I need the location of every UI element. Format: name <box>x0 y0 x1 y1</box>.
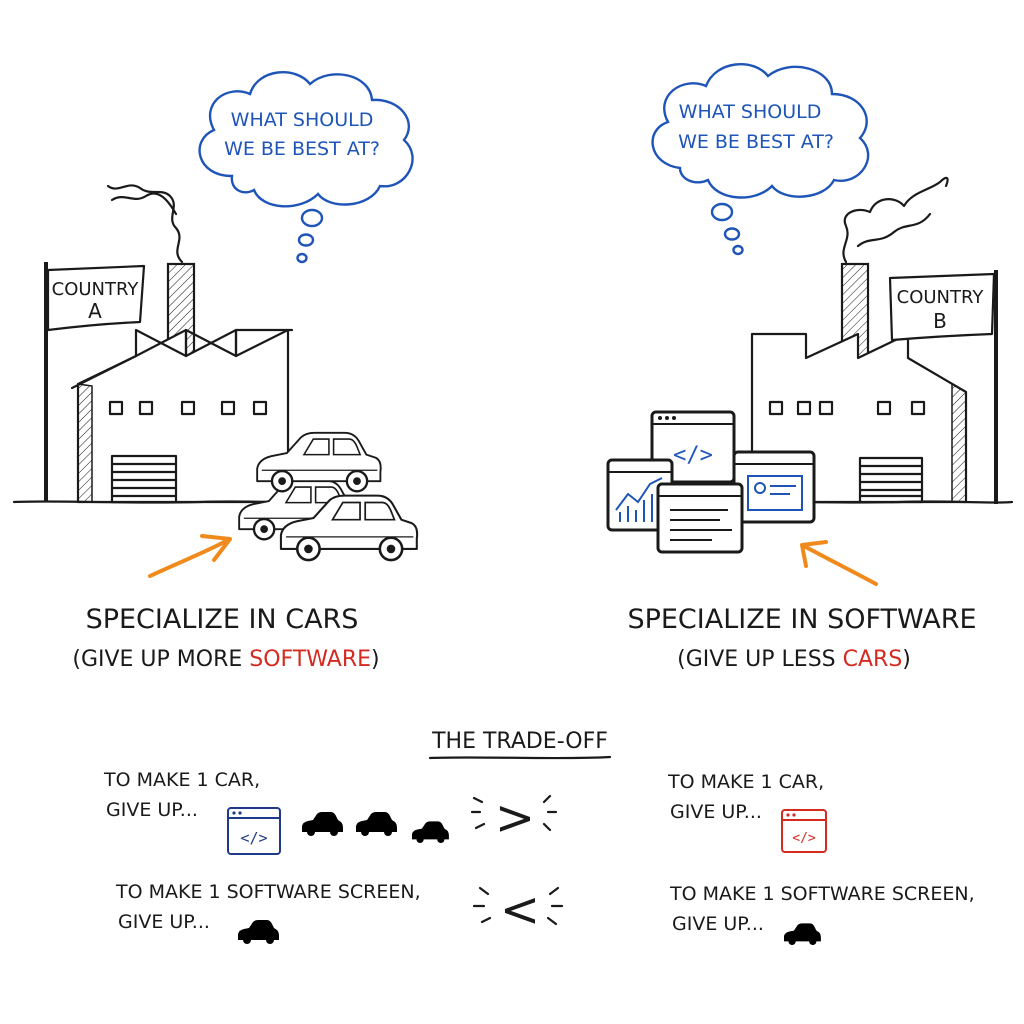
greater-than-comparison: > <box>470 790 558 846</box>
right-factory-windows <box>768 400 926 416</box>
left-caption-main: SPECIALIZE IN CARS <box>86 604 359 635</box>
left-factory-windows <box>108 400 268 416</box>
red-car-icon <box>784 923 821 945</box>
right-flag-line1: COUNTRY <box>897 287 985 308</box>
right-arrow <box>800 540 878 586</box>
right-sw-cost-line1: TO MAKE 1 SOFTWARE SCREEN, <box>669 883 975 905</box>
right-car-cost-line2: GIVE UP... <box>670 801 762 823</box>
left-thought-cloud <box>198 71 414 264</box>
less-than-comparison: < <box>472 882 564 938</box>
left-car-cost-line1: TO MAKE 1 CAR, <box>103 769 260 791</box>
code-window-icon: </> <box>227 807 281 855</box>
left-thought-line1: WHAT SHOULD <box>231 109 374 131</box>
less-than-sign: < <box>500 882 540 938</box>
left-sw-cost-line2: GIVE UP... <box>118 911 210 933</box>
left-flag-line2: A <box>88 299 102 323</box>
svg-text:</>: </> <box>673 443 713 468</box>
greater-than-sign: > <box>495 790 535 846</box>
svg-text:</>: </> <box>240 829 267 847</box>
left-caption-highlight: SOFTWARE <box>249 647 371 672</box>
right-software-screens: </> <box>606 410 816 554</box>
profile-screen-icon <box>732 450 816 524</box>
left-smoke <box>106 184 184 264</box>
left-scene: COUNTRY A WHAT SHOULD WE BE BEST AT? SPE… <box>12 71 419 672</box>
left-arrow <box>148 534 232 578</box>
left-garage-door <box>110 454 178 504</box>
right-thought-line1: WHAT SHOULD <box>679 101 822 123</box>
right-thought-line2: WE BE BEST AT? <box>678 131 834 153</box>
right-sw-cost-line2: GIVE UP... <box>672 913 764 935</box>
right-thought-cloud <box>651 63 870 256</box>
right-car-cost-line1: TO MAKE 1 CAR, <box>667 771 824 793</box>
tradeoff-title: THE TRADE-OFF <box>431 729 608 754</box>
right-flag-line2: B <box>933 309 947 333</box>
right-garage-door <box>858 456 924 504</box>
left-thought-line2: WE BE BEST AT? <box>224 138 380 160</box>
red-car-icon <box>356 812 397 836</box>
left-flag <box>46 264 146 332</box>
red-car-icon <box>412 821 449 843</box>
chart-screen-icon <box>606 458 674 532</box>
tradeoff-section: THE TRADE-OFF TO MAKE 1 CAR, GIVE UP... … <box>103 729 975 945</box>
right-caption-main: SPECIALIZE IN SOFTWARE <box>627 604 976 635</box>
left-caption-sub: (GIVE UP MORE SOFTWARE) <box>72 647 379 672</box>
right-caption-highlight: CARS <box>843 647 903 672</box>
tradeoff-underline <box>428 755 612 760</box>
left-sw-cost-line1: TO MAKE 1 SOFTWARE SCREEN, <box>115 881 421 903</box>
right-caption-sub: (GIVE UP LESS CARS) <box>677 647 911 672</box>
red-car-icon <box>302 812 343 836</box>
right-scene: COUNTRY B WHAT SHOULD WE BE BEST AT? </> <box>606 63 1014 672</box>
text-screen-icon <box>656 482 744 554</box>
right-flag <box>888 272 996 342</box>
left-flag-line1: COUNTRY <box>52 279 140 300</box>
left-car-cost-line2: GIVE UP... <box>106 799 198 821</box>
right-smoke <box>842 176 949 264</box>
red-code-window-icon: </> <box>781 809 827 853</box>
red-car-icon <box>238 920 279 944</box>
svg-text:</>: </> <box>792 831 816 846</box>
